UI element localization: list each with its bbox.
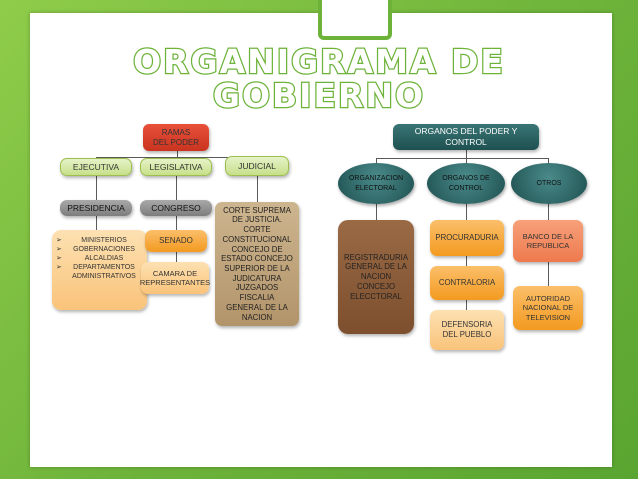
ejecutiva-label: EJECUTIVA xyxy=(72,161,120,172)
list-item: ➢ DEPARTAMENTOS ADMINISTRATIVOS xyxy=(56,263,143,281)
connector xyxy=(176,216,177,230)
connector xyxy=(376,158,377,164)
judicial-box: JUDICIAL xyxy=(225,156,289,176)
connector xyxy=(548,158,549,164)
organizacion-electoral-label: ORGANIZACION ELECTORAL xyxy=(348,175,404,192)
electoral-bodies-box: REGISTRADURIA GENERAL DE LA NACION CONCE… xyxy=(338,220,414,334)
list-item: ➢ ALCALDIAS xyxy=(56,254,143,263)
connector xyxy=(466,158,467,164)
decorative-tab xyxy=(318,0,392,40)
congreso-box: CONGRESO xyxy=(140,200,212,216)
banco-republica-label: BANCO DE LA REPUBLICA xyxy=(522,231,574,250)
autoridad-television-box: AUTORIDAD NACIONAL DE TELEVISION xyxy=(513,286,583,330)
connector xyxy=(466,256,467,266)
bullet-icon: ➢ xyxy=(56,255,62,263)
legislativa-label: LEGISLATIVA xyxy=(149,161,203,172)
presidencia-box: PRESIDENCIA xyxy=(60,200,132,216)
procuraduria-box: PROCURADURIA xyxy=(430,220,504,256)
contraloria-box: CONTRALORIA xyxy=(430,266,504,300)
otros-oval: OTROS xyxy=(511,163,587,204)
connector xyxy=(376,204,377,220)
senado-box: SENADO xyxy=(145,230,207,252)
presidencia-label: PRESIDENCIA xyxy=(67,202,125,213)
defensoria-label: DEFENSORIA DEL PUEBLO xyxy=(441,320,493,339)
connector xyxy=(548,204,549,220)
camara-label: CAMARA DE REPRESENTANTES xyxy=(139,268,211,287)
title-line-1: ORGANIGRAMA DE xyxy=(132,41,505,83)
organos-de-control-oval: ORGANOS DE CONTROL xyxy=(427,163,505,204)
congreso-label: CONGRESO xyxy=(151,202,201,213)
connector xyxy=(376,158,548,159)
judicial-bodies-box: CORTE SUPREMA DE JUSTICIA. CORTE CONSTIT… xyxy=(215,202,299,326)
connector xyxy=(466,150,467,158)
autoridad-television-label: AUTORIDAD NACIONAL DE TELEVISION xyxy=(522,293,574,322)
contraloria-label: CONTRALORIA xyxy=(438,278,496,288)
judicial-bodies-text: CORTE SUPREMA DE JUSTICIA. CORTE CONSTIT… xyxy=(221,205,293,322)
bullet-icon: ➢ xyxy=(56,264,62,272)
legislativa-box: LEGISLATIVA xyxy=(140,158,212,176)
organos-de-control-label: ORGANOS DE CONTROL xyxy=(442,175,490,192)
executive-list: ➢ MINISTERIOS ➢ GOBERNACIONES ➢ ALCALDIAS ➢… xyxy=(52,230,147,310)
connector xyxy=(96,216,97,230)
judicial-label: JUDICIAL xyxy=(238,160,276,171)
list-item-text: MINISTERIOS xyxy=(81,237,127,244)
connector xyxy=(96,176,97,200)
list-item-text: GOBERNACIONES xyxy=(73,246,135,254)
banco-republica-box: BANCO DE LA REPUBLICA xyxy=(513,220,583,262)
camara-box: CAMARA DE REPRESENTANTES xyxy=(139,262,211,294)
list-item: ➢ MINISTERIOS xyxy=(56,236,143,245)
connector xyxy=(466,300,467,310)
connector xyxy=(96,157,258,158)
connector xyxy=(257,176,258,202)
organizacion-electoral-oval: ORGANIZACION ELECTORAL xyxy=(338,163,414,204)
procuraduria-label: PROCURADURIA xyxy=(435,233,499,243)
list-item-text: DEPARTAMENTOS ADMINISTRATIVOS xyxy=(72,264,136,281)
list-item-text: ALCALDIAS xyxy=(84,255,124,263)
organos-poder-control-box: ORGANOS DEL PODER Y CONTROL xyxy=(393,124,539,150)
connector xyxy=(466,204,467,220)
bullet-icon: ➢ xyxy=(56,246,62,254)
bullet-icon: ➢ xyxy=(56,237,62,244)
senado-label: SENADO xyxy=(159,236,193,245)
connector xyxy=(548,262,549,286)
list-item: ➢ GOBERNACIONES xyxy=(56,245,143,254)
organos-poder-control-label: ORGANOS DEL PODER Y CONTROL xyxy=(414,126,518,147)
connector xyxy=(176,176,177,200)
connector xyxy=(176,252,177,262)
electoral-bodies-text: REGISTRADURIA GENERAL DE LA NACION CONCE… xyxy=(343,252,409,301)
defensoria-box: DEFENSORIA DEL PUEBLO xyxy=(430,310,504,350)
otros-label: OTROS xyxy=(536,179,562,187)
ramas-del-poder-box: RAMAS DEL PODER xyxy=(143,124,209,151)
ejecutiva-box: EJECUTIVA xyxy=(60,158,132,176)
title-line-2: GOBIERNO xyxy=(212,75,426,117)
connector xyxy=(177,151,178,157)
ramas-del-poder-label: RAMAS DEL PODER xyxy=(153,127,199,147)
